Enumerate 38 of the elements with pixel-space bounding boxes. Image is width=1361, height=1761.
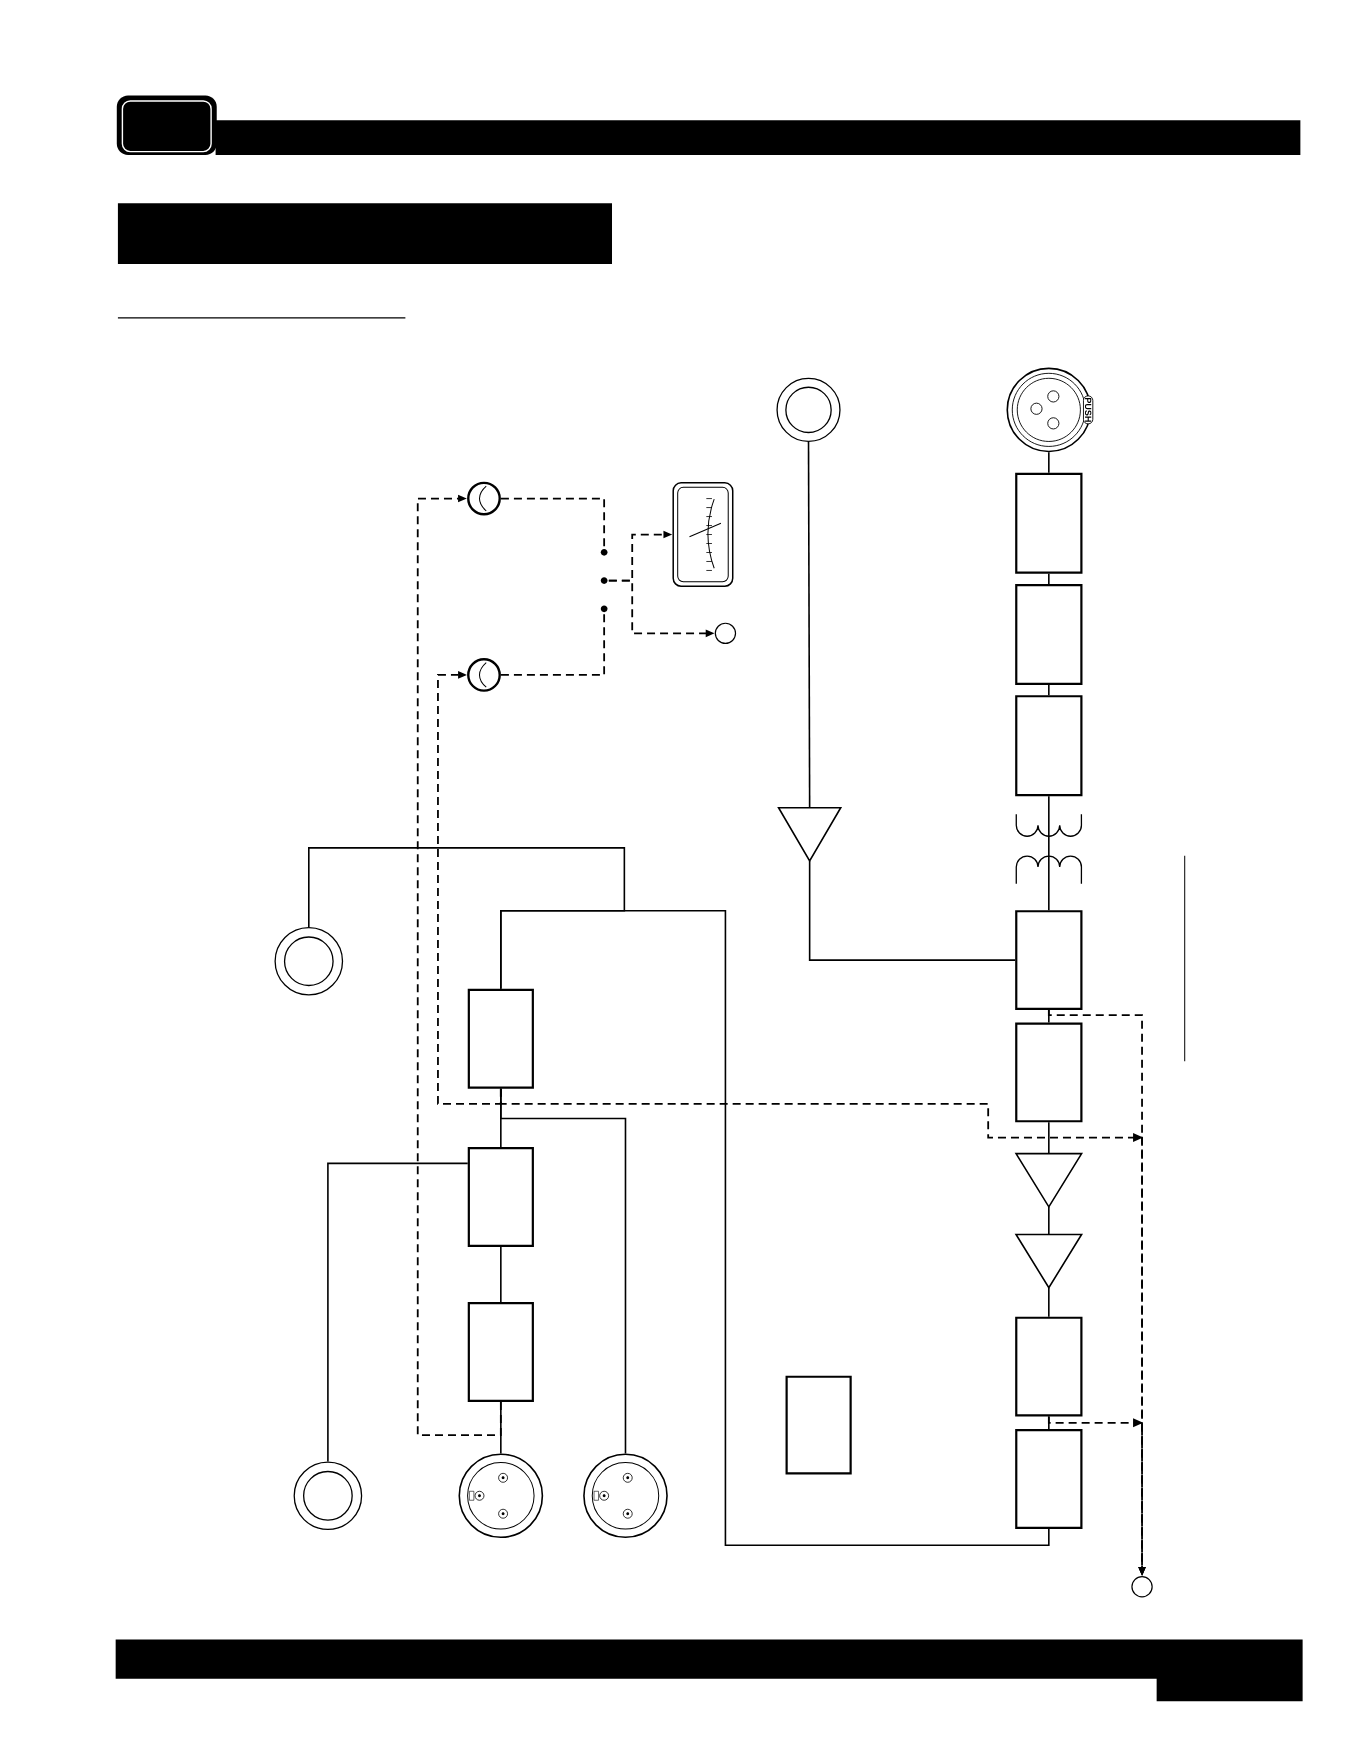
block-box: [1015, 695, 1083, 797]
output-terminal: [1131, 1576, 1153, 1598]
block-box: [1015, 1022, 1083, 1123]
connector-line: [808, 860, 1016, 961]
block-box: [1015, 910, 1083, 1011]
selector-switch: [600, 548, 608, 613]
output-terminal: [714, 622, 737, 645]
connector-line: [1048, 451, 1050, 474]
knob: [467, 481, 501, 516]
xlr-connector: [458, 1453, 544, 1539]
connector-line: [1048, 1206, 1050, 1236]
block-box: [1015, 472, 1083, 574]
block-box: [785, 1375, 852, 1475]
connector-line: [1048, 795, 1050, 911]
block-box: [1015, 583, 1083, 685]
connector-line: [500, 497, 606, 554]
connector-line: [327, 1162, 469, 1463]
connector-line: [1048, 573, 1050, 585]
connector-line: [1048, 1121, 1050, 1155]
xlr-connector: [583, 1453, 668, 1539]
jack-socket: [274, 926, 344, 996]
connector-line: [1048, 684, 1050, 696]
block-box: [467, 1302, 534, 1402]
block-box: [467, 1147, 534, 1247]
connector-line: [437, 671, 502, 1105]
connector-line: [308, 847, 626, 990]
level-meter: [672, 482, 734, 587]
block-box: [1015, 1316, 1083, 1417]
xlr-connector: PUSH: [1006, 367, 1094, 453]
connector-line: [416, 494, 502, 1437]
connector-line: [807, 441, 811, 809]
block-box: [467, 988, 534, 1089]
connector-line: [1048, 1286, 1050, 1318]
block-box: [1015, 1429, 1083, 1529]
knob: [467, 657, 501, 692]
connector-line: [500, 1246, 502, 1303]
jack-socket: [293, 1461, 363, 1531]
jack-socket: [776, 377, 841, 442]
